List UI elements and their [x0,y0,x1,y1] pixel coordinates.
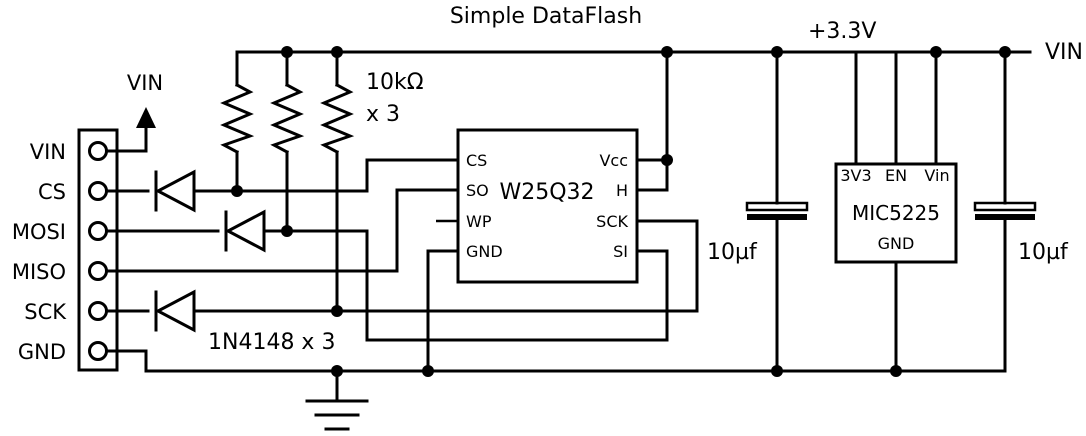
diode-mosi [224,209,266,253]
resistor-2 [270,82,305,155]
header-pin-miso [88,261,108,281]
ground-symbol [305,399,369,431]
header-label-vin: VIN [30,140,66,164]
resistor-count-label: x 3 [366,102,400,127]
vin-input-label: VIN [1045,40,1083,65]
capacitor-right-symbol [973,201,1037,220]
diode-cs [154,169,196,213]
header-pin-vin [88,141,108,161]
regulator-pin-3v3: 3V3 [840,166,871,185]
header-label-cs: CS [38,180,66,204]
flash-pin-vcc: Vcc [599,151,628,170]
flash-chip-body [456,128,639,284]
flash-pin-cs: CS [466,151,487,170]
flash-pin-h: H [616,181,628,200]
header-pin-gnd [88,341,108,361]
regulator-name: MIC5225 [852,201,940,225]
header-label-sck: SCK [24,300,67,324]
header-pin-labels: VIN CS MOSI MISO SCK GND [12,140,67,364]
flash-pin-wp: WP [466,212,492,231]
diagram-title: Simple DataFlash [450,4,642,29]
capacitor-left-symbol [745,201,809,220]
header-label-gnd: GND [18,340,66,364]
header-label-miso: MISO [12,260,66,284]
diode-sck [154,289,196,333]
vin-arrow-head [136,107,156,128]
regulator-pin-vin: Vin [924,166,949,185]
resistor-value-label: 10kΩ [366,70,424,95]
header-label-mosi: MOSI [12,220,66,244]
flash-pin-si: SI [613,242,628,261]
vin-arrow-label: VIN [127,71,163,95]
pin-header [77,128,119,372]
flash-pin-so: SO [466,181,489,200]
header-pin-sck [88,301,108,321]
diodes-label: 1N4148 x 3 [208,330,335,355]
header-pin-cs [88,181,108,201]
resistor-3 [320,82,355,155]
resistor-1 [220,82,255,155]
flash-chip-name: W25Q32 [499,180,594,205]
regulator-pin-en: EN [885,166,907,185]
junction-dots [231,46,1011,377]
header-pin-mosi [88,221,108,241]
regulator-body [834,162,958,264]
pullup-resistors [220,82,355,155]
header-pin-circles [88,141,108,361]
rail-3v3-label: +3.3V [808,19,876,44]
capacitor-right-label: 10µf [1018,240,1069,265]
vin-arrow-wire [105,116,148,153]
flash-pin-gnd: GND [466,242,503,261]
wires [105,50,1032,402]
regulator-pin-gnd: GND [878,234,915,253]
capacitor-left-label: 10µf [707,240,758,265]
flash-pin-sck: SCK [596,212,628,231]
